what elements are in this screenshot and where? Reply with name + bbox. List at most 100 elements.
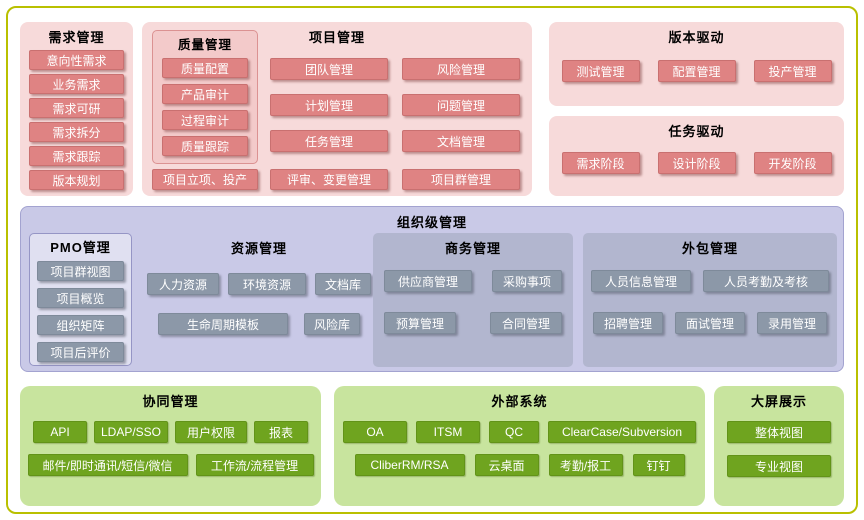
external-row1: OA ITSM QC ClearCase/Subversion <box>334 421 705 443</box>
outsourcing-item: 人员信息管理 <box>591 270 691 292</box>
project-item: 风险管理 <box>402 58 520 80</box>
project-item: 团队管理 <box>270 58 388 80</box>
collaboration-item: 工作流/流程管理 <box>195 454 314 476</box>
outsourcing-item: 录用管理 <box>757 312 827 334</box>
resource-section: 资源管理 人力资源 环境资源 文档库 生命周期模板 风险库 <box>139 233 379 335</box>
business-item: 合同管理 <box>490 312 562 334</box>
business-panel: 商务管理 供应商管理 采购事项 预算管理 合同管理 <box>373 233 573 367</box>
outsourcing-item: 面试管理 <box>675 312 745 334</box>
collaboration-item: 邮件/即时通讯/短信/微信 <box>27 454 188 476</box>
outsourcing-row2: 招聘管理 面试管理 录用管理 <box>583 312 837 334</box>
outer-frame <box>6 6 858 514</box>
resource-item: 环境资源 <box>228 273 306 295</box>
outsourcing-row1: 人员信息管理 人员考勤及考核 <box>583 270 837 292</box>
version-driven-item: 投产管理 <box>753 60 832 82</box>
business-title: 商务管理 <box>444 241 501 256</box>
collaboration-panel: 协同管理 API LDAP/SSO 用户权限 报表 邮件/即时通讯/短信/微信 … <box>20 386 321 506</box>
resource-item: 生命周期模板 <box>158 313 288 335</box>
external-item: 钉钉 <box>632 454 685 476</box>
requirements-title: 需求管理 <box>48 30 105 45</box>
version-driven-title: 版本驱动 <box>668 30 725 45</box>
outsourcing-item: 招聘管理 <box>593 312 663 334</box>
quality-panel: 质量管理 质量配置 产品审计 过程审计 质量跟踪 <box>152 30 258 164</box>
resource-item: 文档库 <box>315 273 371 295</box>
pmo-title: PMO管理 <box>50 240 111 255</box>
display-title: 大屏展示 <box>750 394 807 409</box>
requirements-panel: 需求管理 意向性需求 业务需求 需求可研 需求拆分 需求跟踪 版本规划 <box>20 22 133 196</box>
task-driven-item: 设计阶段 <box>657 152 736 174</box>
display-panel: 大屏展示 整体视图 专业视图 <box>714 386 844 506</box>
pmo-list: 项目群视图 项目概览 组织矩阵 项目后评价 <box>30 261 131 362</box>
task-driven-item: 需求阶段 <box>561 152 640 174</box>
project-item: 任务管理 <box>270 130 388 152</box>
pmo-item: 项目后评价 <box>37 342 124 362</box>
display-list: 整体视图 专业视图 <box>714 421 844 477</box>
external-item: OA <box>343 421 407 443</box>
version-driven-list: 测试管理 配置管理 投产管理 <box>549 60 844 82</box>
project-item: 计划管理 <box>270 94 388 116</box>
pmo-panel: PMO管理 项目群视图 项目概览 组织矩阵 项目后评价 <box>29 233 132 366</box>
pmo-item: 组织矩阵 <box>37 315 124 335</box>
collaboration-row1: API LDAP/SSO 用户权限 报表 <box>20 421 321 443</box>
external-item: ClearCase/Subversion <box>548 421 696 443</box>
requirements-item: 需求可研 <box>29 98 124 118</box>
version-driven-item: 测试管理 <box>561 60 640 82</box>
collaboration-row2: 邮件/即时通讯/短信/微信 工作流/流程管理 <box>20 454 321 476</box>
project-item: 评审、变更管理 <box>270 169 388 190</box>
task-driven-title: 任务驱动 <box>668 124 725 139</box>
collaboration-title: 协同管理 <box>142 394 199 409</box>
task-driven-list: 需求阶段 设计阶段 开发阶段 <box>549 152 844 174</box>
quality-item: 产品审计 <box>162 84 248 104</box>
collaboration-item: API <box>33 421 87 443</box>
org-panel: 组织级管理 PMO管理 项目群视图 项目概览 组织矩阵 项目后评价 资源管理 人… <box>20 206 844 372</box>
version-driven-panel: 版本驱动 测试管理 配置管理 投产管理 <box>549 22 844 106</box>
requirements-item: 版本规划 <box>29 170 124 190</box>
quality-item: 质量跟踪 <box>162 136 248 156</box>
external-systems-title: 外部系统 <box>491 394 548 409</box>
quality-item: 质量配置 <box>162 58 248 78</box>
collaboration-item: 用户权限 <box>175 421 247 443</box>
display-item: 整体视图 <box>727 421 831 443</box>
requirements-item: 业务需求 <box>29 74 124 94</box>
pmo-item: 项目概览 <box>37 288 124 308</box>
business-item: 供应商管理 <box>384 270 472 292</box>
project-title: 项目管理 <box>308 30 365 45</box>
requirements-list: 意向性需求 业务需求 需求可研 需求拆分 需求跟踪 版本规划 <box>20 50 133 190</box>
external-item: QC <box>489 421 539 443</box>
project-item: 文档管理 <box>402 130 520 152</box>
resource-row1: 人力资源 环境资源 文档库 <box>139 273 379 295</box>
collaboration-item: LDAP/SSO <box>94 421 168 443</box>
business-item: 预算管理 <box>384 312 456 334</box>
external-item: CliberRM/RSA <box>354 454 465 476</box>
external-systems-panel: 外部系统 OA ITSM QC ClearCase/Subversion Cli… <box>334 386 705 506</box>
project-item: 项目立项、投产 <box>152 169 258 190</box>
version-driven-item: 配置管理 <box>657 60 736 82</box>
external-item: 云桌面 <box>474 454 539 476</box>
external-item: 考勤/报工 <box>548 454 623 476</box>
resource-item: 风险库 <box>304 313 360 335</box>
quality-list: 质量配置 产品审计 过程审计 质量跟踪 <box>153 58 257 156</box>
business-row2: 预算管理 合同管理 <box>373 312 573 334</box>
requirements-item: 需求拆分 <box>29 122 124 142</box>
collaboration-item: 报表 <box>254 421 308 443</box>
task-driven-panel: 任务驱动 需求阶段 设计阶段 开发阶段 <box>549 116 844 196</box>
outsourcing-title: 外包管理 <box>681 241 738 256</box>
external-row2: CliberRM/RSA 云桌面 考勤/报工 钉钉 <box>334 454 705 476</box>
project-panel: 项目管理 质量管理 质量配置 产品审计 过程审计 质量跟踪 团队管理 计划管理 … <box>142 22 532 196</box>
project-item: 项目群管理 <box>402 169 520 190</box>
task-driven-item: 开发阶段 <box>753 152 832 174</box>
pmo-item: 项目群视图 <box>37 261 124 281</box>
resource-item: 人力资源 <box>147 273 219 295</box>
project-item: 问题管理 <box>402 94 520 116</box>
outsourcing-panel: 外包管理 人员信息管理 人员考勤及考核 招聘管理 面试管理 录用管理 <box>583 233 837 367</box>
resource-row2: 生命周期模板 风险库 <box>139 313 379 335</box>
quality-item: 过程审计 <box>162 110 248 130</box>
business-row1: 供应商管理 采购事项 <box>373 270 573 292</box>
requirements-item: 需求跟踪 <box>29 146 124 166</box>
org-title: 组织级管理 <box>396 215 467 230</box>
external-item: ITSM <box>416 421 480 443</box>
outsourcing-item: 人员考勤及考核 <box>703 270 829 292</box>
project-col-right: 风险管理 问题管理 文档管理 <box>402 58 520 152</box>
quality-title: 质量管理 <box>177 38 232 52</box>
business-item: 采购事项 <box>492 270 562 292</box>
